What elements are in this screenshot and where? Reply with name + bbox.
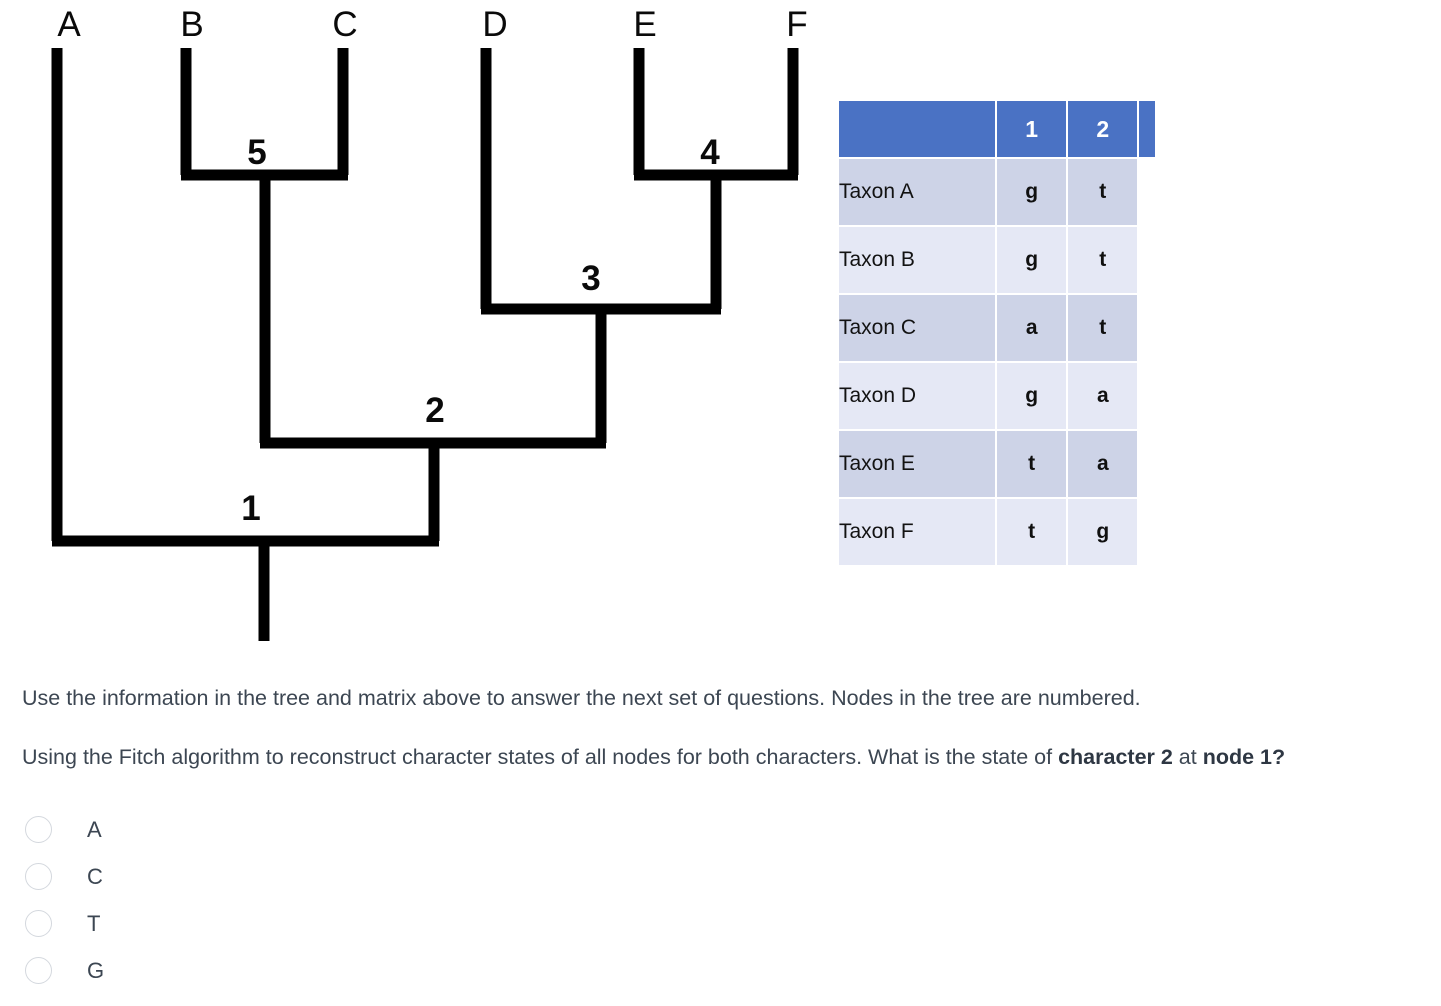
matrix-header-pad — [1139, 101, 1155, 157]
row-pad — [1139, 431, 1155, 497]
question-intro-text: Use the information in the tree and matr… — [22, 686, 1141, 710]
row-pad — [1139, 363, 1155, 429]
matrix-header-row: 1 2 — [839, 101, 1155, 157]
option-row-g[interactable]: G — [20, 947, 420, 994]
prompt-bold-character: character 2 — [1058, 745, 1173, 770]
table-row: Taxon E t a — [839, 431, 1155, 497]
state-e-char1: t — [997, 431, 1067, 497]
table-row: Taxon D g a — [839, 363, 1155, 429]
answer-options-list: A C T G — [20, 806, 420, 994]
radio-button-t[interactable] — [25, 910, 52, 937]
row-pad — [1139, 227, 1155, 293]
state-d-char1: g — [997, 363, 1067, 429]
question-block: Use the information in the tree and matr… — [22, 684, 1422, 802]
row-pad — [1139, 159, 1155, 225]
table-row: Taxon F t g — [839, 499, 1155, 565]
node-number-4: 4 — [700, 133, 720, 172]
radio-button-a[interactable] — [25, 816, 52, 843]
tip-label-e: E — [633, 5, 656, 44]
option-label-g: G — [87, 957, 105, 983]
prompt-bold-node: node 1? — [1202, 745, 1286, 770]
figure-area: A B C D E F — [0, 0, 1157, 670]
radio-button-c[interactable] — [25, 863, 52, 890]
node-number-5: 5 — [247, 133, 266, 172]
prompt-part-1: Using the Fitch algorithm to reconstruct… — [22, 745, 1059, 770]
matrix-corner-header — [839, 101, 996, 157]
taxon-name-b: Taxon B — [839, 227, 996, 293]
matrix-table: 1 2 Taxon A g t Taxon B g t — [837, 99, 1157, 567]
character-matrix: 1 2 Taxon A g t Taxon B g t — [837, 99, 1157, 567]
state-d-char2: a — [1068, 363, 1138, 429]
tip-label-d: D — [482, 5, 507, 44]
tip-label-a: A — [57, 5, 81, 44]
option-row-t[interactable]: T — [20, 900, 420, 947]
state-a-char2: t — [1068, 159, 1138, 225]
matrix-header-char-2: 2 — [1068, 101, 1138, 157]
state-f-char1: t — [997, 499, 1067, 565]
option-row-c[interactable]: C — [20, 853, 420, 900]
option-label-t: T — [87, 910, 101, 936]
state-a-char1: g — [997, 159, 1067, 225]
table-row: Taxon A g t — [839, 159, 1155, 225]
taxon-name-f: Taxon F — [839, 499, 996, 565]
node-number-2: 2 — [425, 391, 444, 430]
taxon-name-d: Taxon D — [839, 363, 996, 429]
matrix-header-char-1: 1 — [997, 101, 1067, 157]
state-b-char1: g — [997, 227, 1067, 293]
node-number-1: 1 — [241, 489, 260, 528]
taxon-name-c: Taxon C — [839, 295, 996, 361]
taxon-name-a: Taxon A — [839, 159, 996, 225]
taxon-name-e: Taxon E — [839, 431, 996, 497]
prompt-part-mid: at — [1172, 745, 1203, 770]
option-label-a: A — [87, 816, 102, 842]
option-row-a[interactable]: A — [20, 806, 420, 853]
node-number-3: 3 — [581, 259, 600, 298]
option-label-c: C — [87, 863, 103, 889]
cladogram-figure: A B C D E F — [0, 0, 830, 670]
table-row: Taxon C a t — [839, 295, 1155, 361]
row-pad — [1139, 499, 1155, 565]
question-prompt-text: Using the Fitch algorithm to reconstruct… — [22, 743, 1422, 772]
state-f-char2: g — [1068, 499, 1138, 565]
table-row: Taxon B g t — [839, 227, 1155, 293]
tip-label-c: C — [332, 5, 357, 44]
row-pad — [1139, 295, 1155, 361]
tip-label-f: F — [786, 5, 807, 44]
tip-label-b: B — [180, 5, 203, 44]
state-b-char2: t — [1068, 227, 1138, 293]
state-c-char1: a — [997, 295, 1067, 361]
state-c-char2: t — [1068, 295, 1138, 361]
state-e-char2: a — [1068, 431, 1138, 497]
radio-button-g[interactable] — [25, 957, 52, 984]
